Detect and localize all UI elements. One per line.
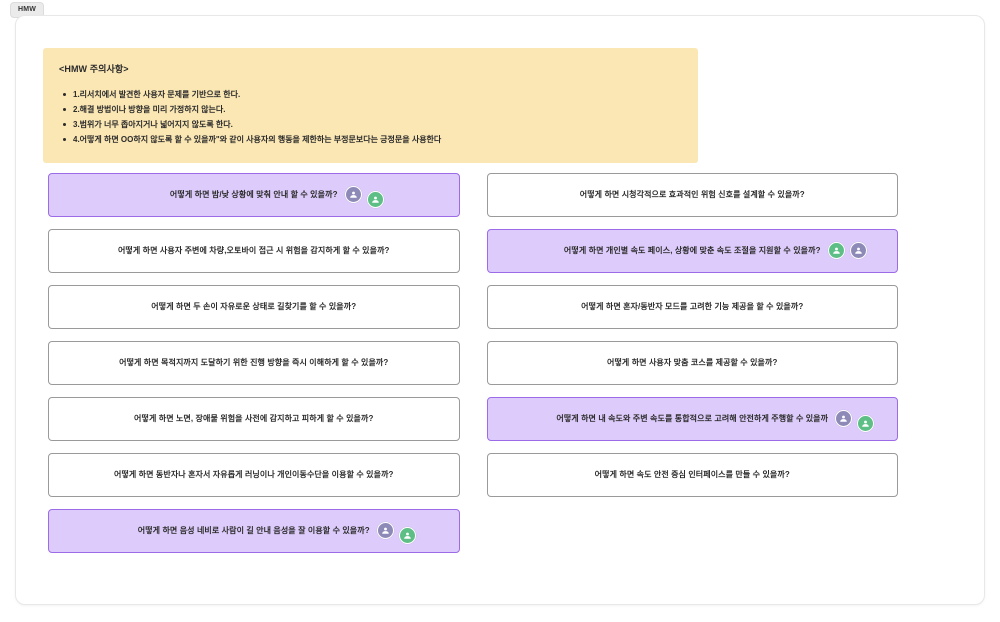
hmw-card[interactable]: 어떻게 하면 음성 네비로 사람이 길 안내 음성을 잘 이용할 수 있을까? xyxy=(48,509,460,553)
user-avatar-icon[interactable] xyxy=(366,191,384,208)
hmw-guidelines-title: <HMW 주의사항> xyxy=(59,64,129,74)
hmw-card-text: 어떻게 하면 혼자/동반자 모드를 고려한 기능 제공을 할 수 있을까? xyxy=(581,302,804,311)
user-avatar-icon[interactable] xyxy=(376,522,394,539)
hmw-card[interactable]: 어떻게 하면 두 손이 자유로운 상태로 길찾기를 할 수 있을까? xyxy=(48,285,460,329)
hmw-card[interactable]: 어떻게 하면 동반자나 혼자서 자유롭게 러닝이나 개인이동수단을 이용할 수 … xyxy=(48,453,460,497)
hmw-card-text: 어떻게 하면 사용자 주변에 차량,오토바이 접근 시 위험을 감지하게 할 수… xyxy=(117,246,390,255)
hmw-card-text: 어떻게 하면 속도 안전 중심 인터페이스를 만들 수 있을까? xyxy=(594,470,790,479)
hmw-card[interactable]: 어떻게 하면 노면, 장애물 위험을 사전에 감지하고 피하게 할 수 있을까? xyxy=(48,397,460,441)
guideline-item: 1.리서치에서 발견한 사용자 문제를 기반으로 한다. xyxy=(59,87,682,102)
hmw-card-text: 어떻게 하면 두 손이 자유로운 상태로 길찾기를 할 수 있을까? xyxy=(151,302,357,311)
hmw-card[interactable]: 어떻게 하면 목적지까지 도달하기 위한 진행 방향을 즉시 이해하게 할 수 … xyxy=(48,341,460,385)
hmw-guidelines-list: 1.리서치에서 발견한 사용자 문제를 기반으로 한다. 2.해결 방법이나 방… xyxy=(59,87,682,147)
hmw-card[interactable]: 어떻게 하면 시청각적으로 효과적인 위험 신호를 설계할 수 있을까? xyxy=(486,173,898,217)
hmw-card-text: 어떻게 하면 동반자나 혼자서 자유롭게 러닝이나 개인이동수단을 이용할 수 … xyxy=(113,470,394,479)
user-avatar-icon[interactable] xyxy=(849,242,867,259)
hmw-card[interactable]: 어떻게 하면 사용자 맞춤 코스를 제공할 수 있을까? xyxy=(486,341,898,385)
user-avatar-icon[interactable] xyxy=(827,242,845,259)
guideline-item: 4.어떻게 하면 OO하지 않도록 할 수 있을까"와 같이 사용자의 행동을 … xyxy=(59,132,682,147)
hmw-card-text: 어떻게 하면 목적지까지 도달하기 위한 진행 방향을 즉시 이해하게 할 수 … xyxy=(119,358,389,367)
board-canvas: <HMW 주의사항> 1.리서치에서 발견한 사용자 문제를 기반으로 한다. … xyxy=(15,15,985,605)
collaborator-avatars xyxy=(835,410,875,432)
hmw-card-text: 어떻게 하면 밤/낮 상황에 맞춰 안내 할 수 있을까? xyxy=(169,190,338,199)
collaborator-avatars xyxy=(344,186,384,208)
user-avatar-icon[interactable] xyxy=(344,186,362,203)
guideline-item: 2.해결 방법이나 방향을 미리 가정하지 않는다. xyxy=(59,102,682,117)
user-avatar-icon[interactable] xyxy=(398,527,416,544)
hmw-card[interactable]: 어떻게 하면 사용자 주변에 차량,오토바이 접근 시 위험을 감지하게 할 수… xyxy=(48,229,460,273)
hmw-card[interactable]: 어떻게 하면 속도 안전 중심 인터페이스를 만들 수 있을까? xyxy=(486,453,898,497)
collaborator-avatars xyxy=(827,242,867,259)
hmw-card-text: 어떻게 하면 시청각적으로 효과적인 위험 신호를 설계할 수 있을까? xyxy=(579,190,805,199)
hmw-card[interactable]: 어떻게 하면 개인별 속도 페이스, 상황에 맞춘 속도 조절을 지원할 수 있… xyxy=(486,229,898,273)
hmw-card[interactable]: 어떻게 하면 밤/낮 상황에 맞춰 안내 할 수 있을까? xyxy=(48,173,460,217)
user-avatar-icon[interactable] xyxy=(835,410,853,427)
guideline-item: 3.범위가 너무 좁아지거나 넓어지지 않도록 한다. xyxy=(59,117,682,132)
tab-strip: HMW xyxy=(0,0,1000,18)
hmw-card[interactable]: 어떻게 하면 내 속도와 주변 속도를 통합적으로 고려해 안전하게 주행할 수… xyxy=(486,397,898,441)
hmw-card-grid: 어떻게 하면 밤/낮 상황에 맞춰 안내 할 수 있을까? 어떻게 하면 사용자 … xyxy=(48,173,898,553)
hmw-card-text: 어떻게 하면 사용자 맞춤 코스를 제공할 수 있을까? xyxy=(607,358,778,367)
collaborator-avatars xyxy=(376,522,416,544)
hmw-column-left: 어떻게 하면 밤/낮 상황에 맞춰 안내 할 수 있을까? 어떻게 하면 사용자 … xyxy=(48,173,460,553)
hmw-guidelines-note: <HMW 주의사항> 1.리서치에서 발견한 사용자 문제를 기반으로 한다. … xyxy=(43,48,698,163)
hmw-card[interactable]: 어떻게 하면 혼자/동반자 모드를 고려한 기능 제공을 할 수 있을까? xyxy=(486,285,898,329)
hmw-card-text: 어떻게 하면 음성 네비로 사람이 길 안내 음성을 잘 이용할 수 있을까? xyxy=(137,526,370,535)
hmw-card-text: 어떻게 하면 개인별 속도 페이스, 상황에 맞춘 속도 조절을 지원할 수 있… xyxy=(563,246,821,255)
user-avatar-icon[interactable] xyxy=(857,415,875,432)
hmw-card-text: 어떻게 하면 내 속도와 주변 속도를 통합적으로 고려해 안전하게 주행할 수… xyxy=(556,414,829,423)
hmw-card-text: 어떻게 하면 노면, 장애물 위험을 사전에 감지하고 피하게 할 수 있을까? xyxy=(134,414,374,423)
hmw-column-right: 어떻게 하면 시청각적으로 효과적인 위험 신호를 설계할 수 있을까? 어떻게 … xyxy=(486,173,898,553)
